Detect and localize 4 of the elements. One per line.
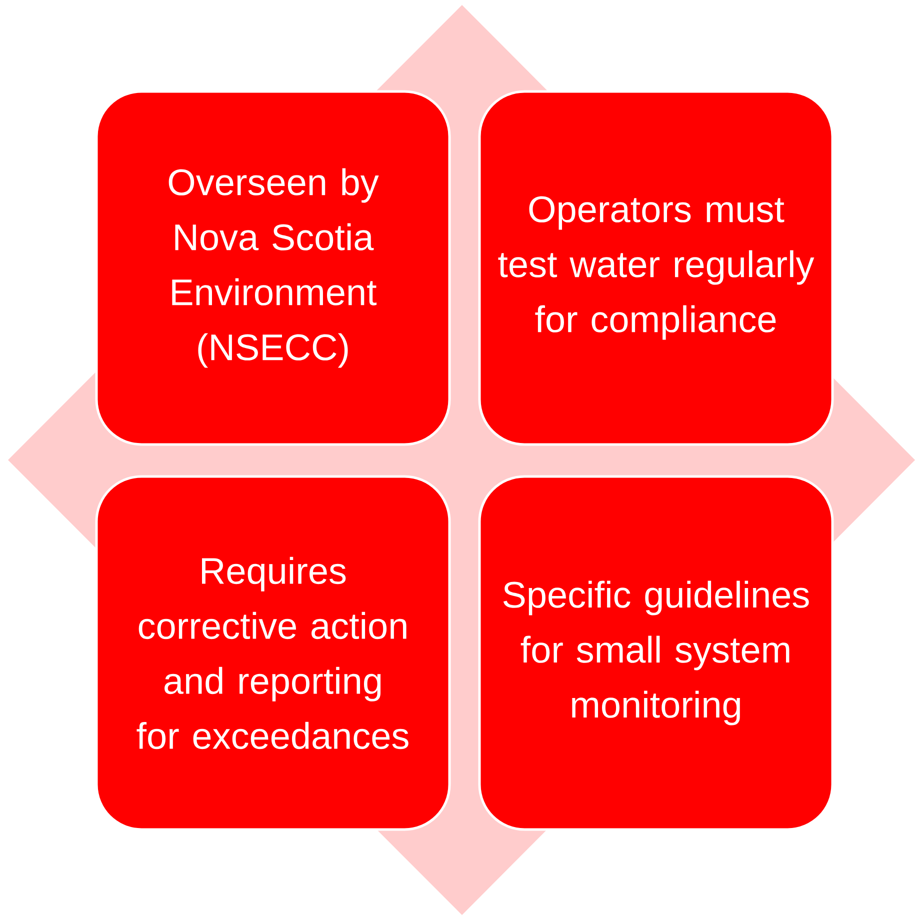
rounded-box: Requires corrective action and reporting for exceedances bbox=[95, 475, 451, 831]
rounded-box: Specific guidelines for small system monitoring bbox=[478, 475, 834, 831]
rounded-box: Overseen by Nova Scotia Environment (NSECC) bbox=[95, 90, 451, 446]
rounded-box: Operators must test water regularly for compliance bbox=[478, 90, 834, 446]
